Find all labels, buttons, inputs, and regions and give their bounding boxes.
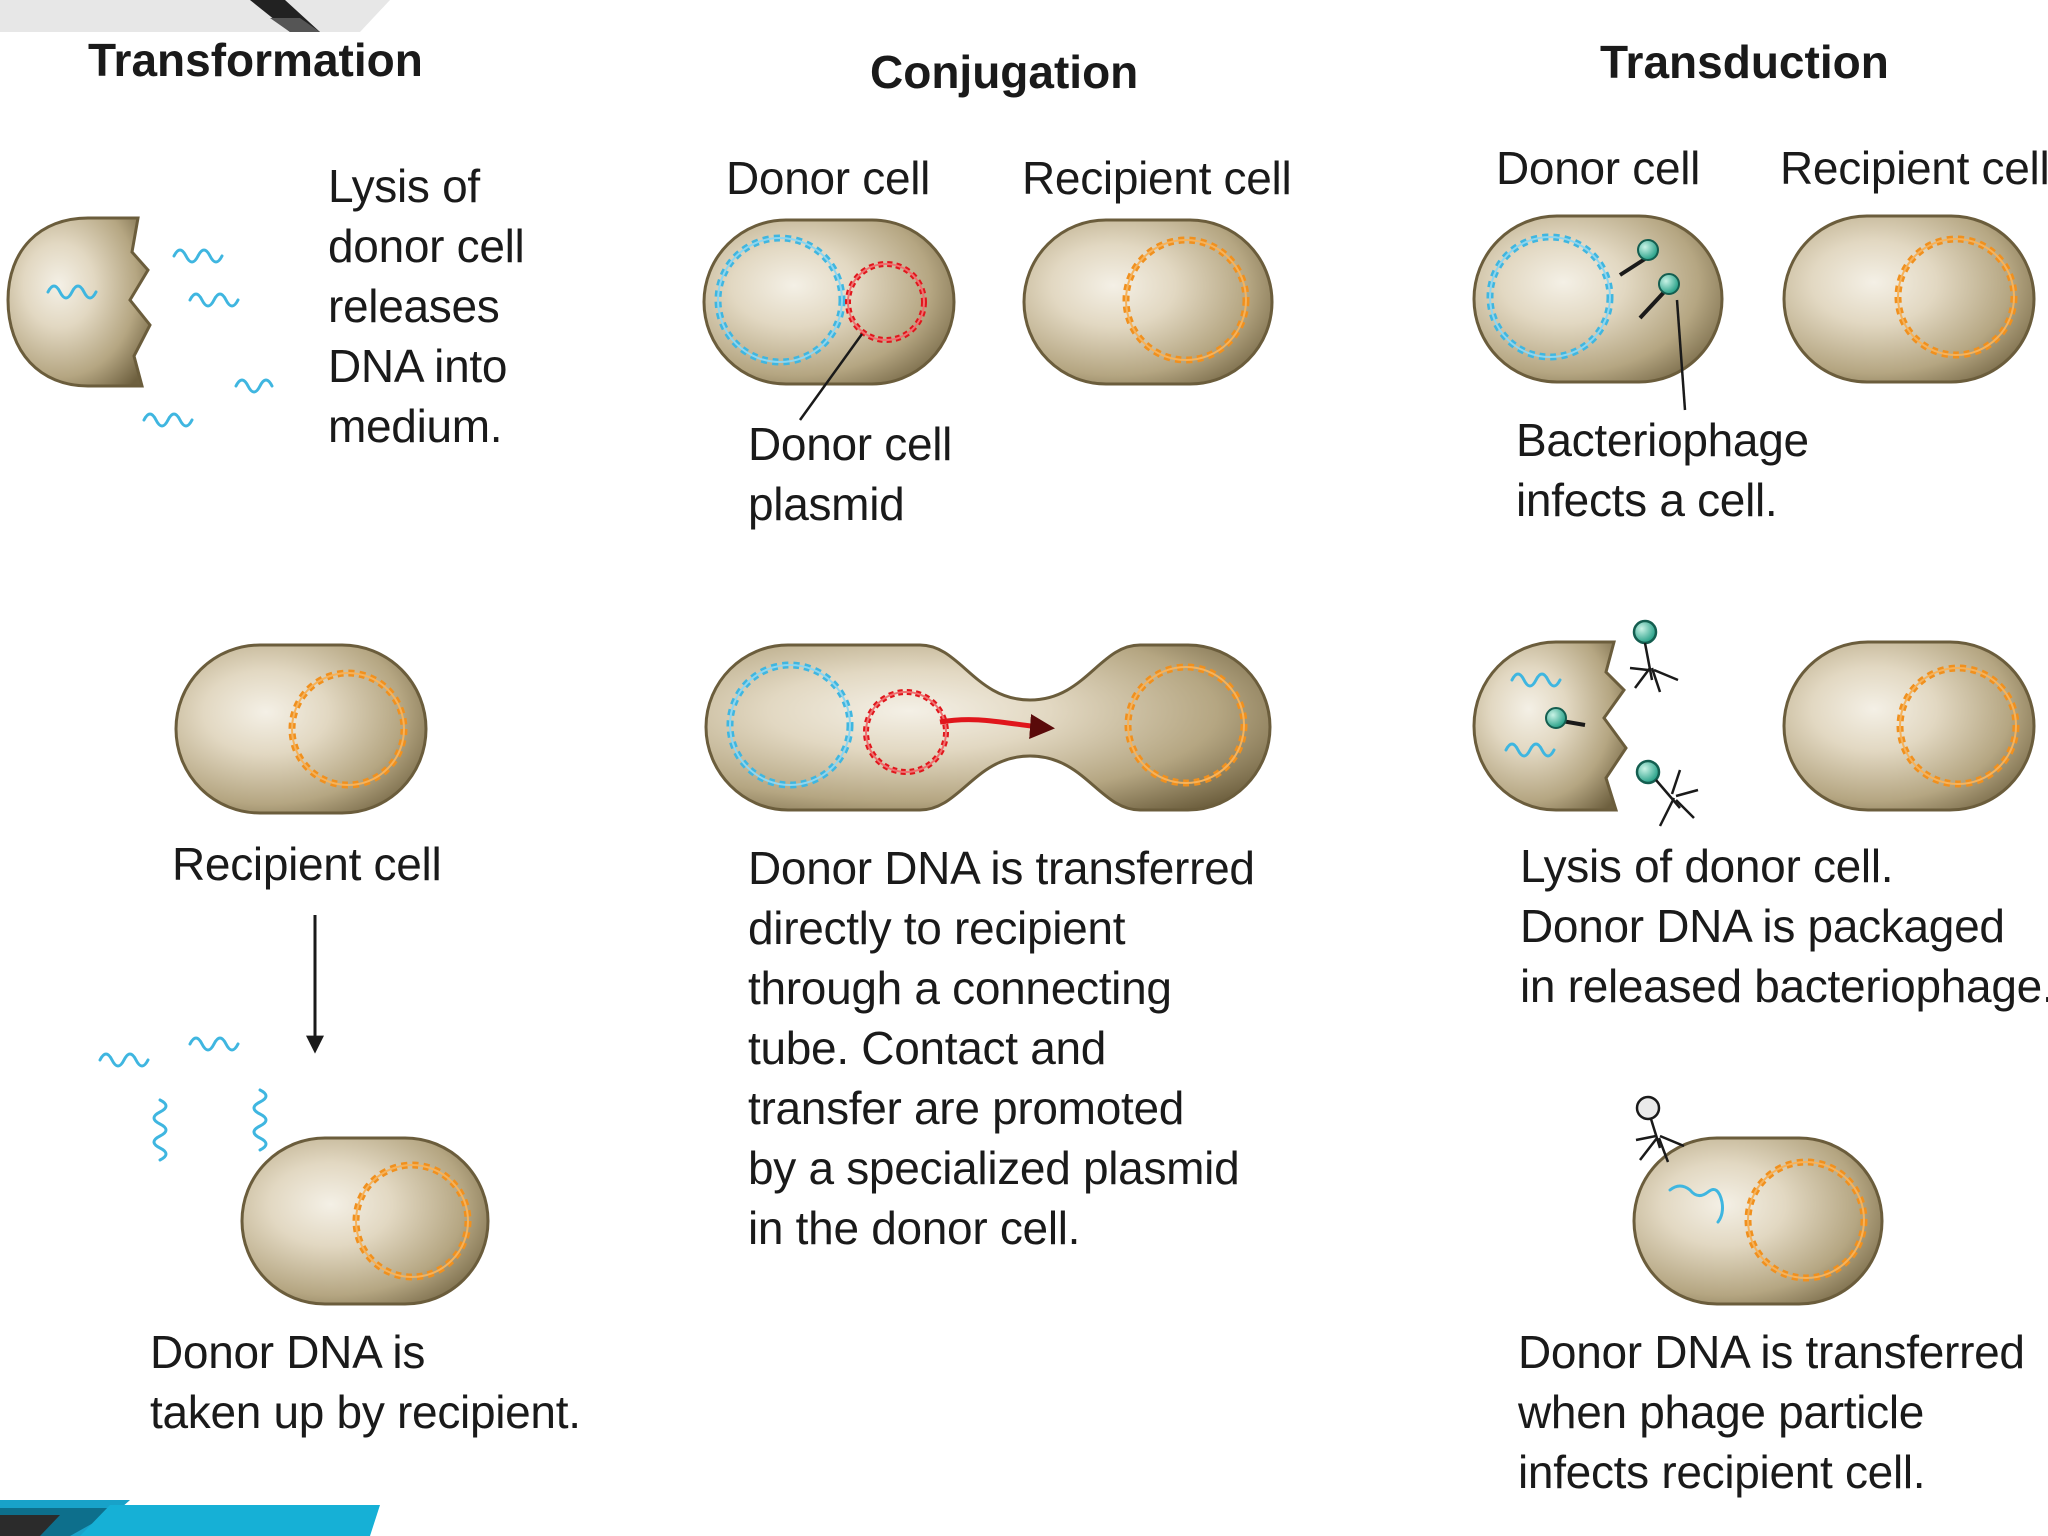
conjugation-step2-caption: Donor DNA is transferred directly to rec… — [748, 842, 1255, 1254]
transduction-step3-caption: Donor DNA is transferred when phage part… — [1518, 1326, 2025, 1498]
transduction-title: Transduction — [1600, 36, 1889, 88]
recipient-cell — [1022, 218, 1274, 386]
bacteriophage-icon — [1635, 759, 1699, 827]
free-dna-fragment — [46, 248, 274, 428]
conjugating-cells — [704, 643, 1272, 812]
recipient-cell — [1632, 1136, 1884, 1306]
bacteriophage-icon — [1545, 707, 1586, 729]
recipient-cell — [1782, 214, 2036, 384]
bacteriophage-icon — [1629, 619, 1679, 693]
donor-cell — [1472, 214, 1724, 384]
conjugation-recipient-label: Recipient cell — [1022, 152, 1292, 204]
donor-plasmid — [845, 261, 927, 343]
conjugation-plasmid-label: Donor cell plasmid — [748, 418, 953, 530]
free-dna-fragment — [98, 1036, 268, 1162]
transformation-step3-caption: Donor DNA is taken up by recipient. — [150, 1326, 581, 1438]
transduction-step2-caption: Lysis of donor cell. Donor DNA is packag… — [1520, 840, 2048, 1012]
transduction-step1-caption: Bacteriophage infects a cell. — [1516, 414, 1809, 526]
corner-decoration — [0, 1500, 380, 1536]
transduction-recipient-label: Recipient cell — [1780, 142, 2048, 194]
conjugation-donor-label: Donor cell — [726, 152, 931, 204]
plasmid-pointer-line — [798, 333, 864, 421]
lysed-donor-cell — [6, 216, 152, 388]
transformation-step1-caption: Lysis of donor cell releases DNA into me… — [328, 160, 525, 452]
recipient-cell — [1782, 640, 2036, 812]
free-dna-fragment — [1504, 672, 1562, 758]
recipient-cell — [174, 643, 428, 815]
conjugation-title: Conjugation — [870, 46, 1139, 98]
bacteriophage-icon — [1635, 1095, 1685, 1163]
donor-cell — [702, 218, 956, 386]
transduction-donor-label: Donor cell — [1496, 142, 1701, 194]
transformation-recipient-label: Recipient cell — [172, 838, 442, 890]
phage-pointer-line — [1675, 299, 1687, 411]
recipient-cell — [240, 1136, 490, 1306]
header-banner — [0, 0, 390, 32]
transformation-title: Transformation — [88, 34, 423, 86]
bacteriophage-icon — [1618, 239, 1680, 320]
